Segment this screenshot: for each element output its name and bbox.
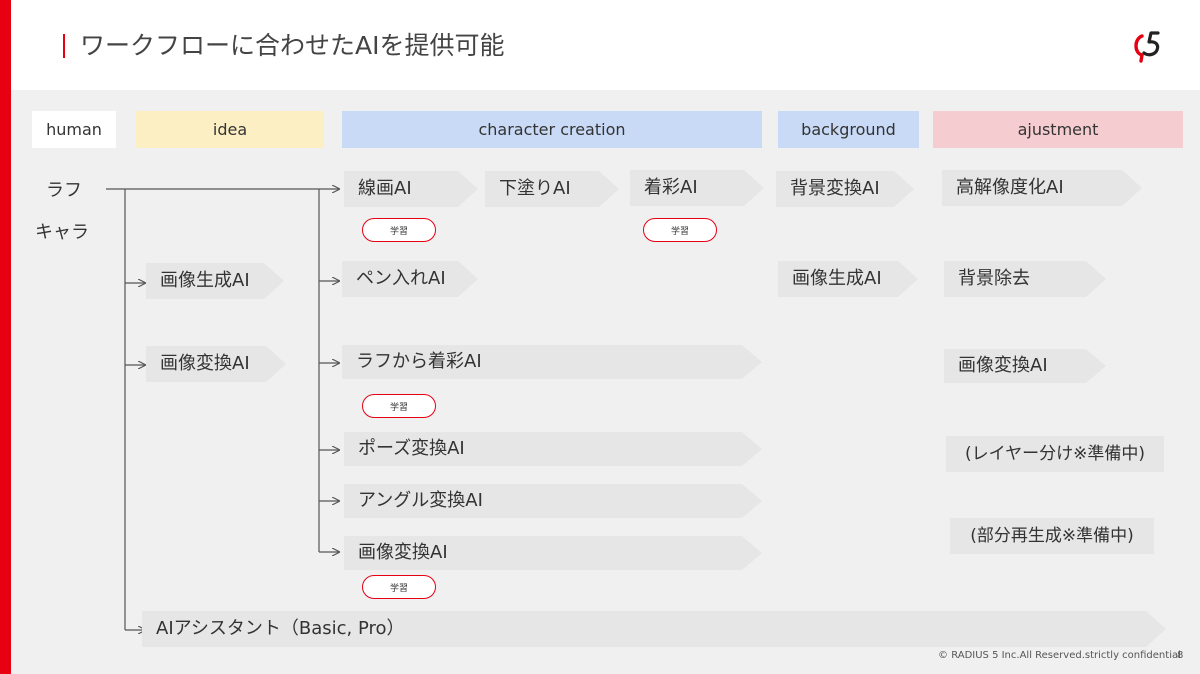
title-mark	[63, 34, 65, 58]
node-upscale: 高解像度化AI	[942, 170, 1142, 206]
node-bg-remove: 背景除去	[944, 261, 1106, 297]
node-partial-regen: (部分再生成※準備中)	[950, 518, 1154, 554]
copyright-icon: ©	[938, 650, 948, 661]
node-rough-coloring: ラフから着彩AI	[342, 345, 762, 379]
column-adjustment: ajustment	[933, 111, 1183, 148]
node-lineart: 線画AI	[344, 171, 478, 207]
radius5-logo-icon	[1134, 31, 1160, 63]
node-bg-convert: 背景変換AI	[776, 171, 914, 207]
node-coloring: 着彩AI	[630, 170, 764, 206]
node-adjust-convert: 画像変換AI	[944, 349, 1106, 383]
node-pose: ポーズ変換AI	[344, 432, 762, 466]
page-number: 8	[1177, 650, 1184, 661]
node-layer-split: (レイヤー分け※準備中)	[946, 436, 1164, 472]
column-character-creation: character creation	[342, 111, 762, 148]
badge-learning: 学習	[362, 218, 436, 242]
column-background: background	[778, 111, 919, 148]
badge-learning: 学習	[362, 575, 436, 599]
accent-bar	[0, 0, 11, 674]
page-title: ワークフローに合わせたAIを提供可能	[80, 31, 505, 60]
node-ai-assistant: AIアシスタント（Basic, Pro）	[142, 611, 1166, 647]
node-convert: 画像変換AI	[344, 536, 762, 570]
column-idea: idea	[136, 111, 324, 148]
input-character: キャラ	[35, 222, 89, 243]
node-angle: アングル変換AI	[344, 484, 762, 518]
node-underpaint: 下塗りAI	[485, 171, 619, 207]
node-bg-generate: 画像生成AI	[778, 261, 918, 297]
badge-learning: 学習	[362, 394, 436, 418]
column-human: human	[32, 111, 116, 148]
badge-learning: 学習	[643, 218, 717, 242]
header	[11, 0, 1200, 90]
footer-copyright: © RADIUS 5 Inc.All Reserved.strictly con…	[938, 650, 1181, 661]
node-inking: ペン入れAI	[342, 261, 478, 297]
footer-copyright-text: RADIUS 5 Inc.All Reserved.strictly confi…	[951, 650, 1181, 661]
node-idea-convert: 画像変換AI	[146, 346, 286, 382]
input-rough: ラフ	[46, 180, 82, 201]
node-idea-generate: 画像生成AI	[146, 263, 284, 299]
